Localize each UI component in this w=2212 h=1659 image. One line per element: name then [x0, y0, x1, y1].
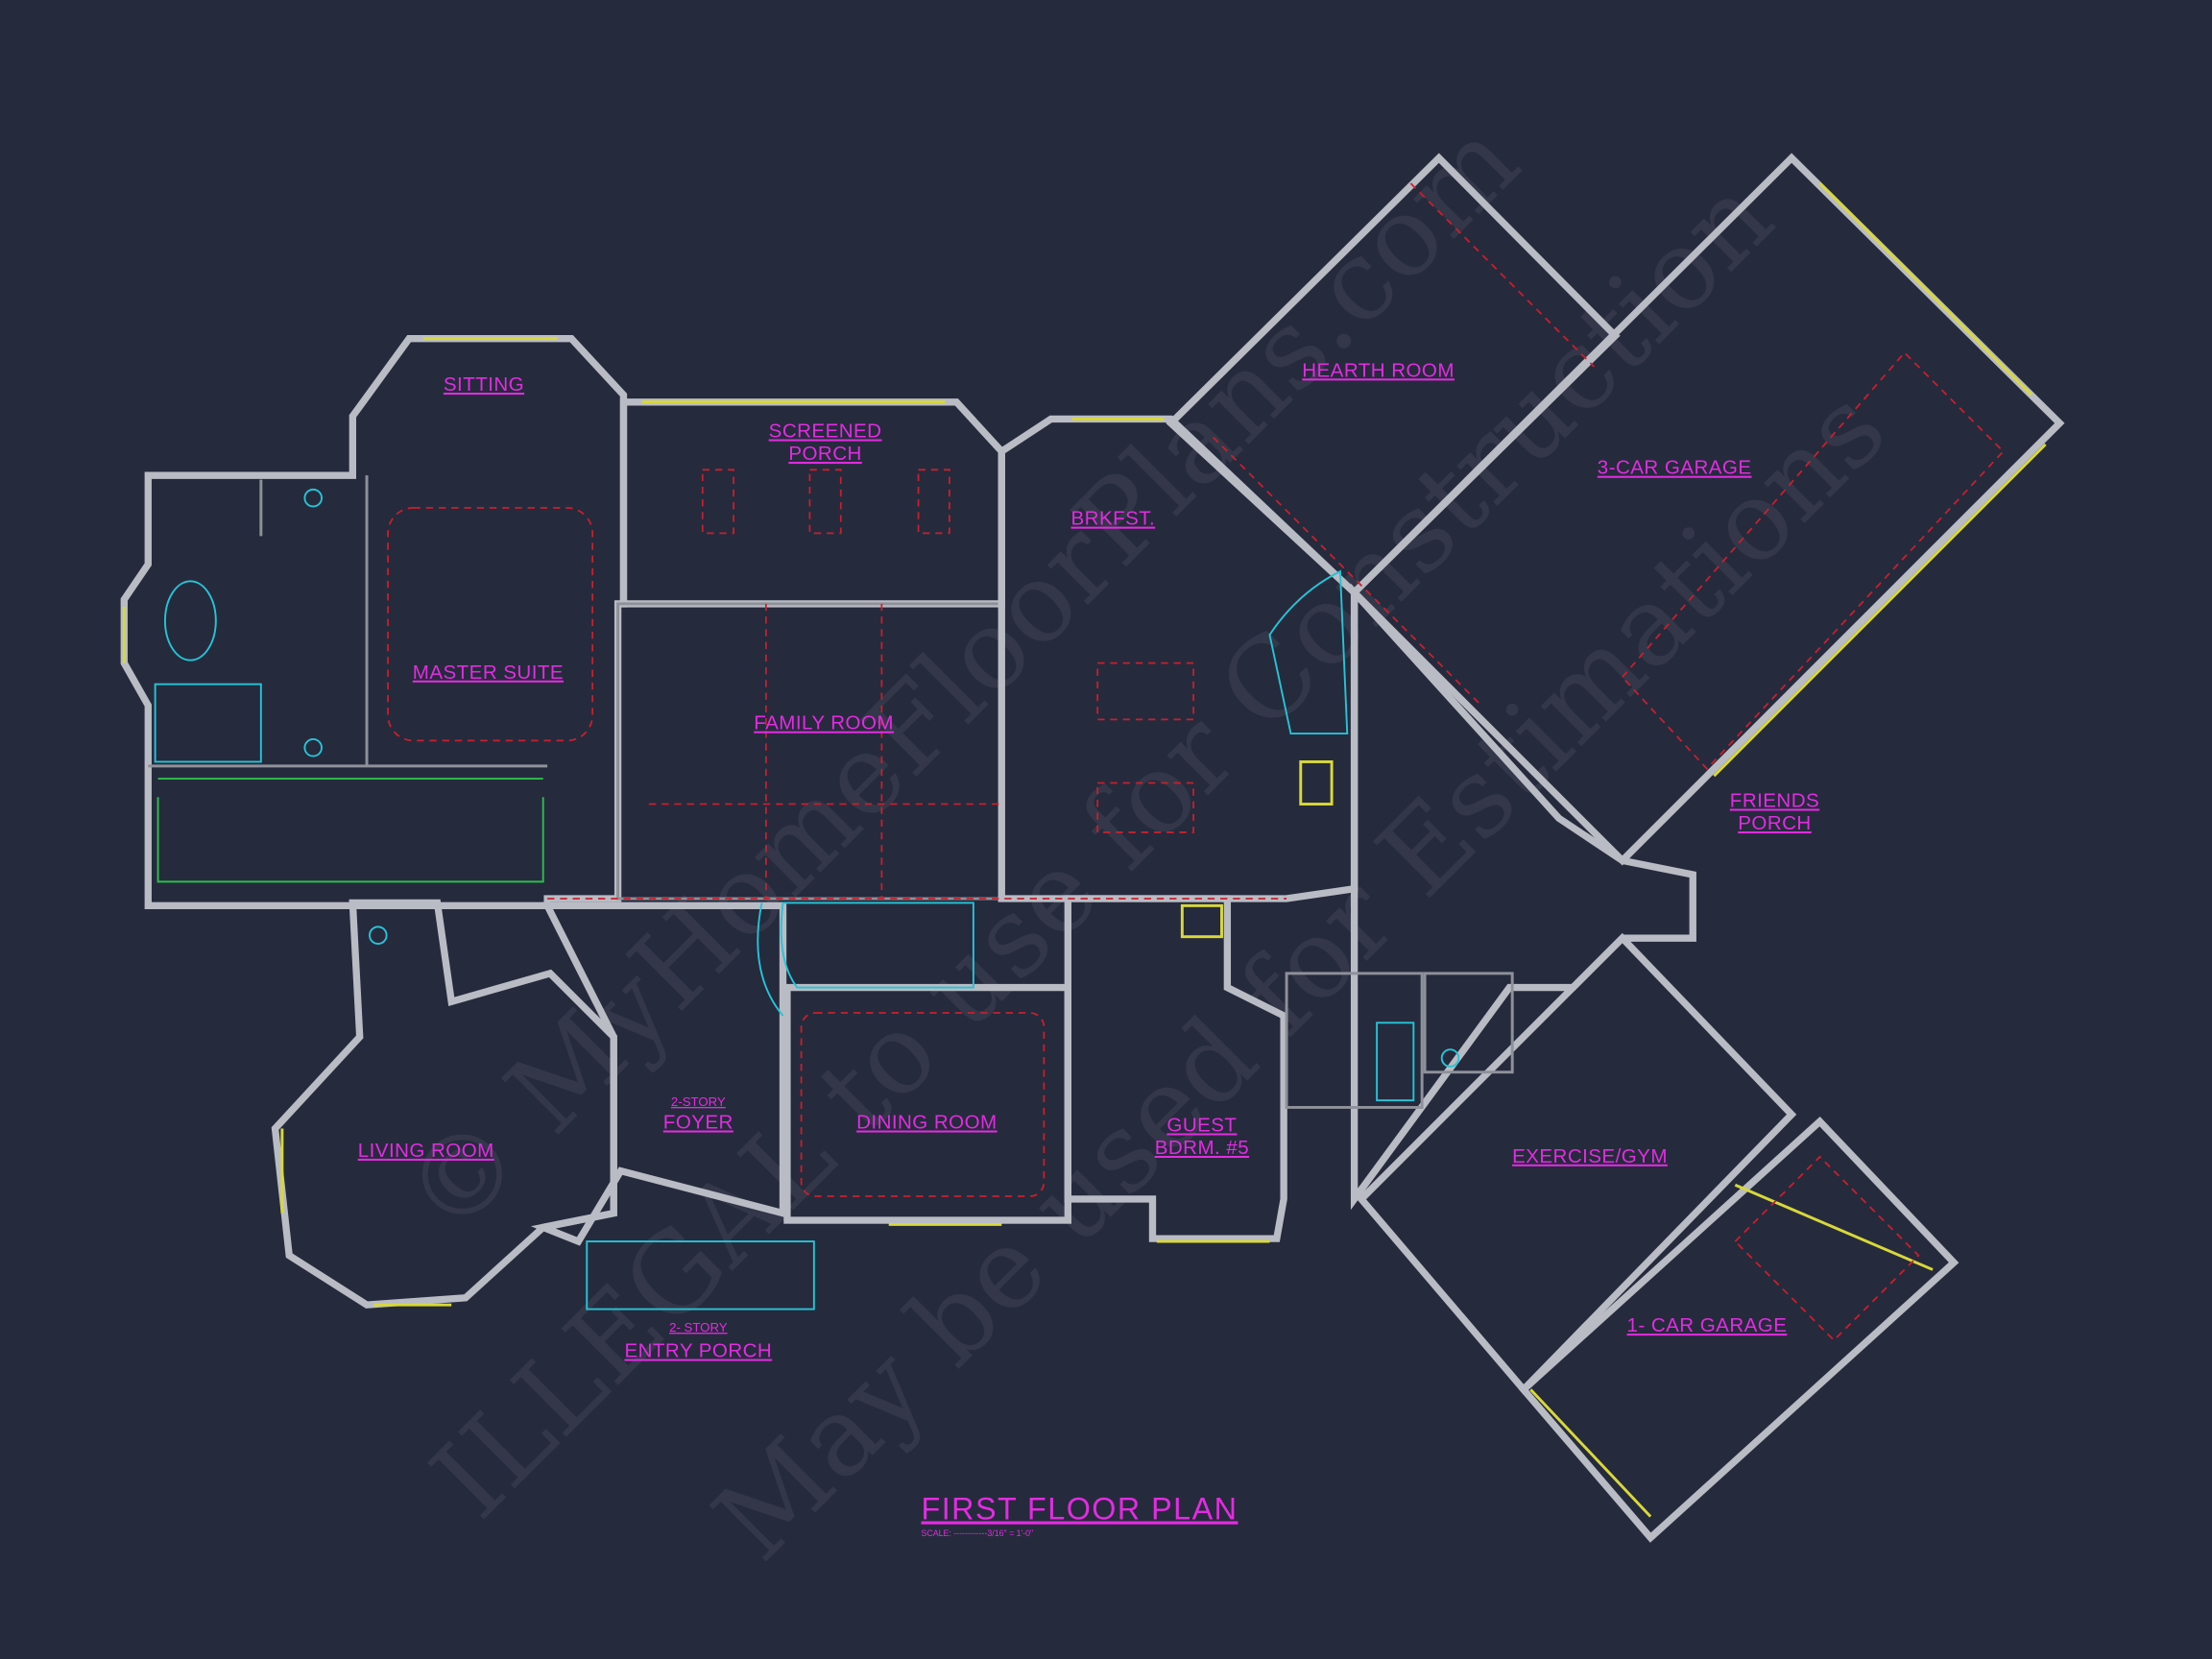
label-friends-porch-2: PORCH: [1738, 812, 1811, 834]
label-screened-porch-1: SCREENED: [769, 421, 882, 443]
label-foyer-2: FOYER: [663, 1112, 733, 1134]
label-guest-1: GUEST: [1166, 1114, 1237, 1136]
plan-title: FIRST FLOOR PLAN: [922, 1492, 1238, 1527]
room-labels: SITTING SCREENED PORCH BRKFST. HEARTH RO…: [358, 359, 1819, 1361]
label-foyer-1: 2-STORY: [671, 1094, 726, 1109]
watermark-line-3: May be used for Estimations: [690, 365, 1911, 1585]
label-friends-porch-1: FRIENDS: [1730, 789, 1819, 811]
label-entry-porch-1: 2- STORY: [669, 1320, 728, 1334]
label-exercise-gym: EXERCISE/GYM: [1512, 1145, 1668, 1167]
label-brkfst: BRKFST.: [1071, 508, 1156, 530]
ceiling-lines: [387, 182, 2005, 1342]
plan-scale: SCALE: ------------3/16" = 1'-0": [922, 1528, 1034, 1538]
label-sitting: SITTING: [444, 373, 524, 396]
label-1-car-garage: 1- CAR GARAGE: [1627, 1314, 1788, 1336]
watermark: © MyHomeFloorPlans.com ILLEGAL to use fo…: [380, 97, 1911, 1585]
label-entry-porch-2: ENTRY PORCH: [624, 1340, 772, 1362]
label-family-room: FAMILY ROOM: [754, 712, 894, 734]
label-3-car-garage: 3-CAR GARAGE: [1598, 457, 1752, 479]
label-hearth-room: HEARTH ROOM: [1302, 359, 1455, 381]
label-living-room: LIVING ROOM: [358, 1140, 494, 1162]
windows: [122, 181, 2047, 1518]
label-dining-room: DINING ROOM: [856, 1112, 998, 1134]
label-guest-2: BDRM. #5: [1155, 1137, 1249, 1159]
stairs: [154, 488, 1460, 1310]
label-screened-porch-2: PORCH: [788, 443, 861, 465]
label-master-suite: MASTER SUITE: [413, 661, 564, 684]
